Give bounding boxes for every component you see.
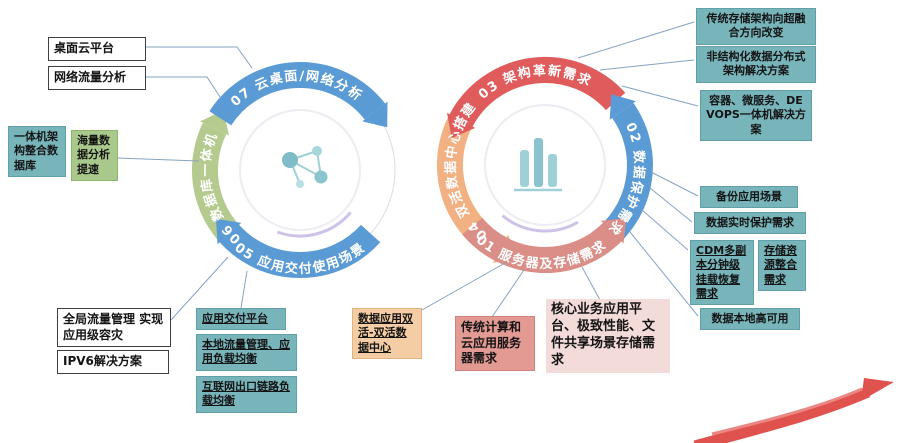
label-local-high-availability: 数据本地高可用 (700, 308, 800, 331)
arc-03-arrowhead (447, 112, 476, 139)
label-traditional-cloud-server-need: 传统计算和云应用服务器需求 (455, 316, 535, 371)
connector-line (421, 262, 506, 311)
connector-line (146, 76, 221, 98)
label-cdm-recovery-need: CDM多副本分钟级挂载恢复需求 (690, 240, 754, 306)
arc-03-band (449, 56, 626, 127)
arc-06-label: 06 数据库一体机 (198, 130, 244, 246)
left-wheel-accent-arc (276, 211, 352, 238)
label-container-devops-appliance: 容器、微服务、DEVOPS一体机解决方案 (700, 90, 812, 141)
arc-05-arrowhead (216, 218, 242, 245)
connector-line (577, 21, 695, 59)
connector-line (650, 171, 699, 197)
connector-line (629, 231, 699, 317)
label-backup-scenario: 备份应用场景 (700, 186, 798, 209)
label-dual-active-data-center: 数据应用双活-双活数据中心 (352, 308, 422, 359)
red-swoosh-arrow (693, 378, 894, 443)
bar-chart-icon (514, 138, 562, 192)
arc-05-band (219, 224, 381, 279)
right-wheel-accent-arc (501, 214, 579, 233)
connector-line (117, 157, 200, 162)
label-realtime-protection-need: 数据实时保护需求 (694, 212, 806, 235)
left-wheel-center-disc (239, 109, 361, 231)
connector-line (240, 270, 248, 309)
label-ipv6-solution: IPV6解决方案 (57, 350, 169, 374)
connector-line (649, 187, 693, 223)
label-global-traffic-management: 全局流量管理 实现应用级容灾 (57, 308, 171, 348)
arc-02-arrowhead (609, 94, 636, 120)
connector-line (146, 46, 253, 69)
label-storage-to-hci: 传统存储架构向超融合方向改变 (696, 8, 816, 45)
arc-07-arrowhead (362, 101, 388, 128)
label-core-business-storage-need: 核心业务应用平台、极致性能、文件共享场景存储需求 (546, 299, 670, 373)
molecule-icon (282, 146, 328, 188)
arc-01-arrowhead (600, 218, 627, 244)
label-appliance-db-consolidation: 一体机架构整合数据库 (8, 126, 66, 177)
label-local-traffic-load-balancing: 本地流量管理、应用负载均衡 (196, 334, 297, 371)
label-unstructured-distributed: 非结构化数据分布式架构解决方案 (696, 46, 816, 83)
arc-01-band (462, 217, 622, 273)
arc-05-app-delivery (216, 218, 381, 279)
connector-line (599, 59, 695, 71)
arc-03-architecture-innovation (447, 56, 626, 139)
arc-01-server-storage (462, 217, 627, 273)
label-app-delivery-platform: 应用交付平台 (196, 308, 286, 331)
connector-line (641, 209, 689, 251)
connector-line (621, 85, 699, 107)
arc-07-cloud-desktop-network (209, 61, 388, 128)
connector-lines (117, 21, 699, 321)
label-desktop-cloud-platform: 桌面云平台 (48, 37, 146, 61)
label-mass-data-analysis-speedup: 海量数据分析提速 (71, 130, 118, 181)
connector-line (491, 269, 525, 318)
label-internet-link-load-balancing: 互联网出口链路负载均衡 (196, 376, 297, 413)
connector-line (581, 266, 601, 301)
arc-07-band (209, 61, 386, 126)
connector-line (170, 256, 229, 321)
right-wheel-center-disc (484, 104, 606, 226)
label-storage-consolidation-need: 存储资源整合需求 (758, 240, 806, 291)
label-network-traffic-analysis: 网络流量分析 (48, 66, 146, 90)
